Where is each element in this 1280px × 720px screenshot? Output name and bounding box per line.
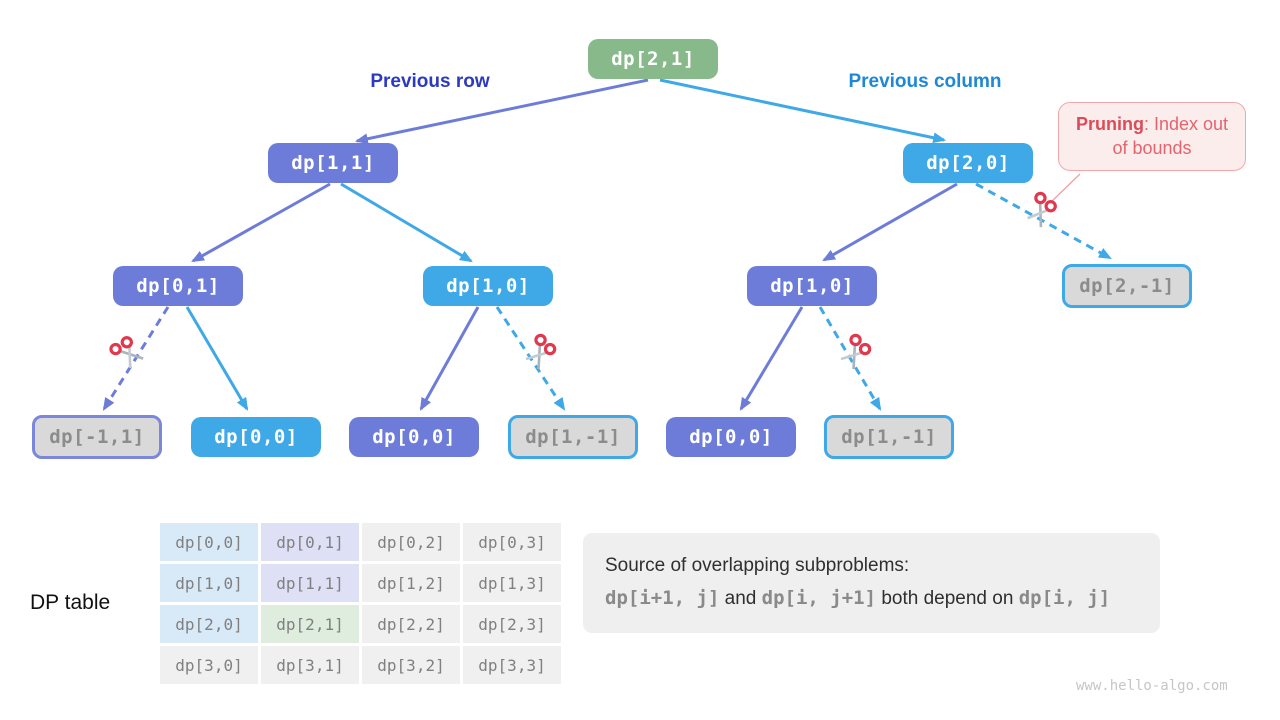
dp-cell: dp[3,1]: [261, 646, 359, 684]
dp-cell: dp[3,2]: [362, 646, 460, 684]
code-dp-ij1: dp[i, j+1]: [761, 587, 877, 610]
code-dp-i1j: dp[i+1, j]: [605, 587, 720, 610]
dp-cell: dp[2,3]: [463, 605, 561, 643]
tree-node: dp[2,0]: [903, 143, 1033, 183]
tree-node-pruned: dp[1,-1]: [824, 415, 954, 459]
dp-cell: dp[1,1]: [261, 564, 359, 602]
dp-cell: dp[1,2]: [362, 564, 460, 602]
dp-table-label: DP table: [30, 591, 111, 614]
dp-cell: dp[2,2]: [362, 605, 460, 643]
pruning-callout: Pruning: Index out of bounds: [1058, 102, 1246, 171]
previous-column-label: Previous column: [848, 71, 1002, 92]
tree-node: dp[0,0]: [349, 417, 479, 457]
dp-cell: dp[2,1]: [261, 605, 359, 643]
tree-node: dp[1,0]: [747, 266, 877, 306]
dp-cell: dp[0,3]: [463, 523, 561, 561]
dp-cell: dp[1,0]: [160, 564, 258, 602]
tree-node: dp[1,1]: [268, 143, 398, 183]
watermark: www.hello-algo.com: [1076, 678, 1228, 694]
dp-cell: dp[2,0]: [160, 605, 258, 643]
info-text-depend: both depend on: [876, 588, 1019, 610]
tree-node: dp[1,0]: [423, 266, 553, 306]
pruning-callout-text: : Index out of bounds: [1112, 114, 1229, 159]
scissors-icon: [1022, 190, 1060, 231]
dp-cell: dp[1,3]: [463, 564, 561, 602]
info-text-and: and: [719, 588, 762, 610]
tree-node: dp[0,0]: [666, 417, 796, 457]
overlap-info-line1: Source of overlapping subproblems:: [605, 555, 910, 576]
tree-node: dp[0,1]: [113, 266, 243, 306]
code-dp-ij: dp[i, j]: [1018, 587, 1111, 610]
dp-cell: dp[0,0]: [160, 523, 258, 561]
previous-row-label: Previous row: [370, 71, 490, 92]
overlap-info-box: Source of overlapping subproblems: dp[i+…: [583, 533, 1160, 633]
scissors-icon: [107, 332, 147, 373]
dp-cell: dp[0,2]: [362, 523, 460, 561]
scissors-icon: [520, 331, 560, 373]
overlap-info-line2: dp[i+1, j] and dp[i, j+1] both depend on…: [605, 582, 1138, 615]
tree-node: dp[0,0]: [191, 417, 321, 457]
dp-cell: dp[3,0]: [160, 646, 258, 684]
tree-node-root: dp[2,1]: [588, 39, 718, 79]
dp-table: dp[0,0] dp[0,1] dp[0,2] dp[0,3] dp[1,0] …: [160, 523, 561, 684]
tree-node-pruned: dp[1,-1]: [508, 415, 638, 459]
scissors-icon: [835, 331, 875, 373]
tree-node-pruned: dp[2,-1]: [1062, 264, 1192, 308]
dp-cell: dp[3,3]: [463, 646, 561, 684]
pruning-callout-keyword: Pruning: [1075, 114, 1144, 134]
tree-node-pruned: dp[-1,1]: [32, 415, 162, 459]
dp-cell: dp[0,1]: [261, 523, 359, 561]
